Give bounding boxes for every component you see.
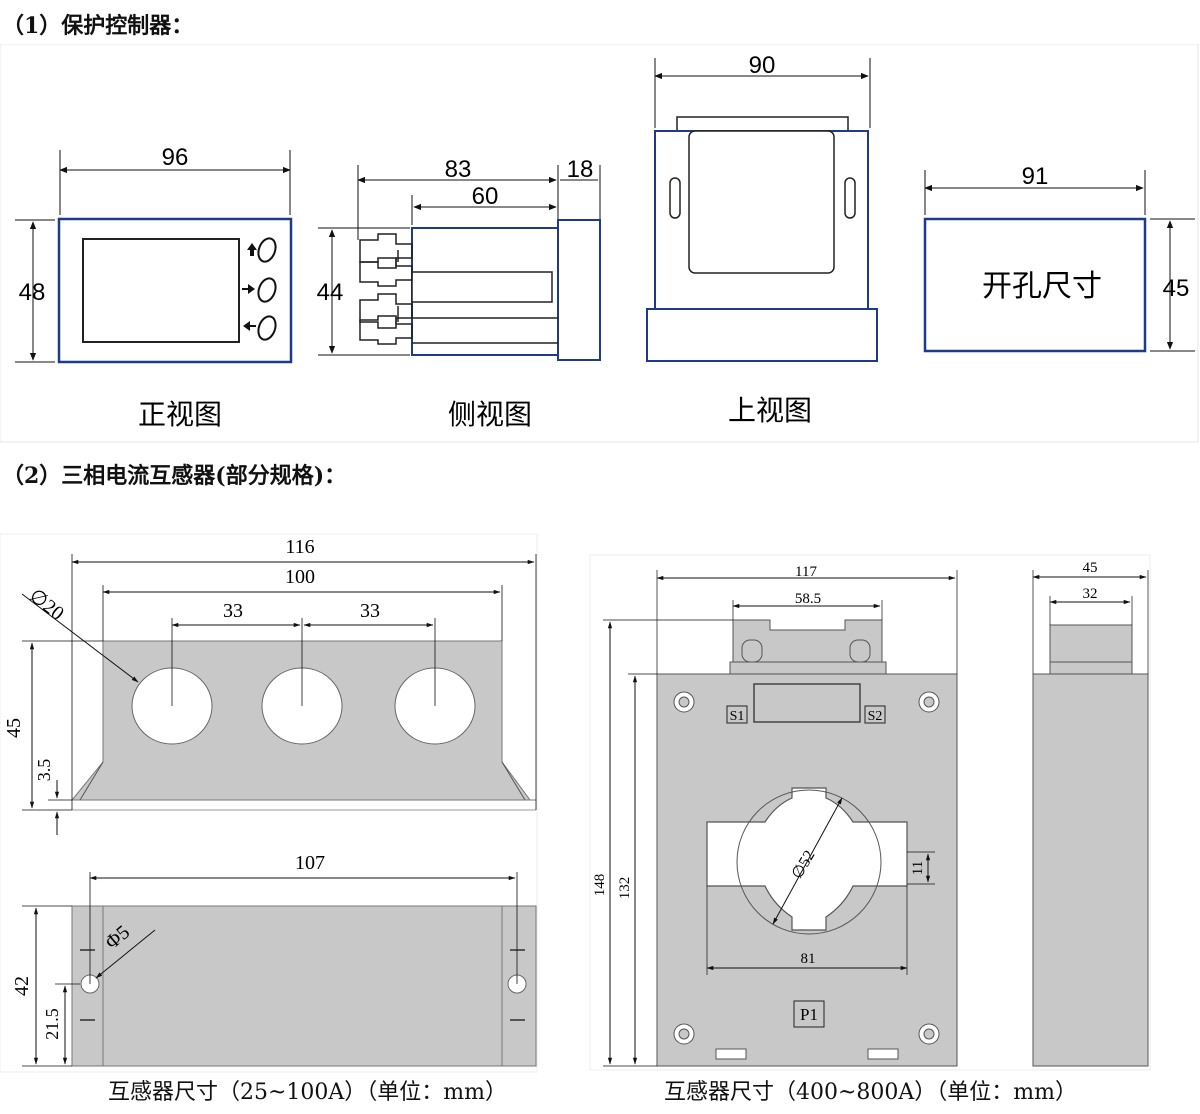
large-ct-side-view: 45 32	[1032, 560, 1149, 1067]
base-height-label: 42	[11, 976, 33, 996]
up-button	[257, 237, 277, 263]
section-1-heading: （1）保护控制器：	[2, 13, 194, 39]
top-width-label: 90	[749, 52, 776, 79]
slot-label: 11	[910, 861, 926, 875]
back-button	[257, 315, 277, 341]
hole-height-label: 21.5	[42, 1008, 62, 1040]
side-body-depth-label: 60	[472, 183, 499, 210]
section-2-heading: （2）三相电流互感器(部分规格)：	[2, 463, 347, 489]
side-height-label: 44	[317, 279, 344, 306]
mount-span-label: 107	[295, 852, 325, 874]
terminal-blocks	[359, 233, 413, 345]
display-screen	[82, 238, 240, 343]
controller-drawing-panel: 96 48 正视图 83 60 18 44	[0, 44, 1199, 443]
small-ct-drawing: 116 100 33 33 ∅20 45 3.5 10	[0, 533, 538, 1073]
right-arrow-icon	[242, 284, 255, 294]
terminal-p1: P1	[800, 1005, 818, 1024]
side-depth-label: 45	[1083, 560, 1098, 576]
terminal-width-label: 58.5	[795, 591, 821, 607]
side-terminal-label: 32	[1083, 586, 1098, 602]
side-view-label: 侧视图	[448, 398, 532, 431]
terminal-s2: S2	[868, 709, 883, 724]
side-front-bezel	[557, 219, 601, 361]
foot-height-label: 3.5	[34, 759, 54, 782]
top-view: 90 上视图	[646, 52, 878, 427]
total-height-label: 148	[592, 874, 608, 897]
top-view-label: 上视图	[728, 394, 812, 427]
side-terminal	[1049, 624, 1133, 666]
side-depth-label: 83	[445, 156, 472, 183]
large-ct-width-label: 117	[795, 564, 817, 580]
large-ct-drawing: S1 S2 P1 ∅52 81 11 117 58.5 148 13	[589, 554, 1151, 1071]
front-height-label: 48	[19, 279, 46, 306]
small-ct-height-label: 45	[3, 718, 25, 738]
window-width-label: 81	[801, 951, 816, 967]
top-bezel	[646, 308, 878, 362]
body-height-label: 132	[617, 877, 633, 900]
cutout-width-label: 91	[1022, 163, 1049, 190]
small-ct-top-view: 116 100 33 33 ∅20 45 3.5	[3, 536, 537, 835]
small-ct-caption: 互感器尺寸（25~100A）（单位：mm）	[108, 1080, 508, 1105]
large-ct-front-view: S1 S2 P1 ∅52 81 11 117 58.5 148 13	[592, 564, 958, 1067]
pitch-1-label: 33	[223, 600, 243, 622]
side-view: 83 60 18 44 侧视图	[317, 156, 601, 431]
cutout-text: 开孔尺寸	[982, 269, 1102, 304]
side-front-depth-label: 18	[567, 156, 594, 183]
small-ct-overall-label: 116	[285, 536, 314, 558]
ok-button	[257, 277, 277, 303]
small-ct-bottom-view: 107 Φ5 42 21.5	[11, 852, 537, 1067]
terminal-s1: S1	[730, 709, 745, 724]
pitch-2-label: 33	[360, 600, 380, 622]
cutout-rect	[923, 217, 1147, 353]
front-view: 96 48 正视图	[15, 144, 293, 431]
cutout-height-label: 45	[1163, 275, 1190, 302]
up-arrow-icon	[247, 243, 257, 256]
back-arrow-icon	[243, 321, 256, 331]
front-view-label: 正视图	[138, 398, 222, 431]
panel-cutout: 91 开孔尺寸 45	[923, 163, 1195, 353]
small-ct-base	[71, 905, 537, 1067]
small-ct-hole-span-label: 100	[285, 566, 315, 588]
large-ct-caption: 互感器尺寸（400~800A）（单位：mm）	[664, 1080, 1078, 1105]
front-width-label: 96	[162, 144, 189, 171]
side-body	[1032, 673, 1149, 1067]
